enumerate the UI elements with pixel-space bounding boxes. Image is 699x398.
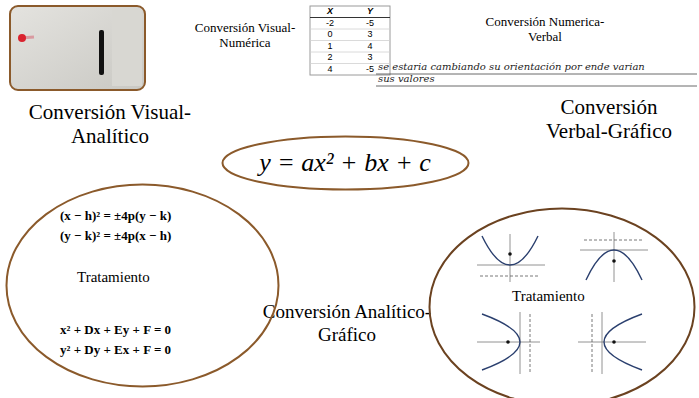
formula-ellipse-border [7, 185, 279, 387]
graph-directrix [480, 276, 540, 277]
graph-focus [508, 252, 512, 256]
graph-axis [510, 234, 511, 282]
photo-black-bar [99, 30, 104, 75]
equation-ellipse: y = ax² + bx + c [221, 135, 470, 191]
parabola-graph [580, 232, 648, 282]
treatment-label: Tratamiento [77, 268, 150, 286]
table-row-line [310, 29, 390, 30]
graph-focus [612, 340, 616, 344]
handwritten-note: se estaria cambiando su orientación por … [378, 61, 658, 85]
table-cell: 4 [350, 41, 390, 53]
conversion-label: Conversión Visual-Numérica [185, 20, 305, 50]
conversion-label: Conversión Verbal-Gráfico [528, 95, 690, 143]
parabola-graph [477, 234, 545, 282]
parabola-curve [586, 250, 642, 280]
conversion-label: Conversión Visual-Analítico [15, 100, 205, 148]
graph-directrix [584, 240, 644, 241]
graph-axis [614, 232, 615, 282]
treatment-label: Tratamiento [512, 287, 585, 305]
table-row-line [310, 40, 390, 41]
graph-focus [506, 340, 510, 344]
graph-directrix [592, 314, 593, 372]
formula: (x − h)² = ±4p(y − k) [60, 208, 171, 224]
table-header-line [310, 17, 390, 18]
parabola-curve [482, 314, 520, 370]
formula: (y − k)² = ±4p(x − h) [60, 228, 171, 244]
photo-frame [10, 6, 145, 90]
conversion-label: Conversión Numerica-Verbal [475, 14, 615, 44]
graph-focus [612, 259, 616, 263]
table-cell: 4 [310, 64, 350, 76]
graph-directrix [530, 314, 531, 372]
quadratic-equation: y = ax² + bx + c [259, 148, 431, 178]
table-cell: 0 [310, 29, 350, 41]
formula: x² + Dx + Ey + F = 0 [60, 322, 171, 338]
graph-ellipse: Tratamiento [428, 207, 696, 398]
table-cell: -5 [350, 18, 390, 30]
conversion-label: Conversión Analítico- Gráfico [257, 300, 437, 346]
note-underline [376, 86, 697, 87]
graph-axis [602, 312, 603, 374]
parabola-graph [578, 312, 646, 374]
formula: y² + Dy + Ex + F = 0 [60, 342, 171, 358]
table-cell: -2 [310, 18, 350, 30]
equation-ellipse-border [222, 137, 468, 190]
table-header: X [310, 6, 350, 18]
parabola-curve [604, 314, 642, 370]
formula-ellipse: (x − h)² = ±4p(y − k) (y − k)² = ±4p(x − … [5, 183, 280, 388]
table-cell: 3 [350, 29, 390, 41]
parabola-graph [477, 312, 540, 374]
photo [10, 6, 145, 90]
parabola-curve [482, 236, 538, 265]
graph-axis [578, 342, 646, 343]
table-cell: 1 [310, 41, 350, 53]
table-row-line [310, 52, 390, 53]
table-header: Y [350, 6, 390, 18]
photo-wall [112, 10, 142, 86]
photo-red-dot [18, 34, 26, 42]
graph-ellipse-border [430, 209, 695, 398]
table-cell: 2 [310, 52, 350, 64]
